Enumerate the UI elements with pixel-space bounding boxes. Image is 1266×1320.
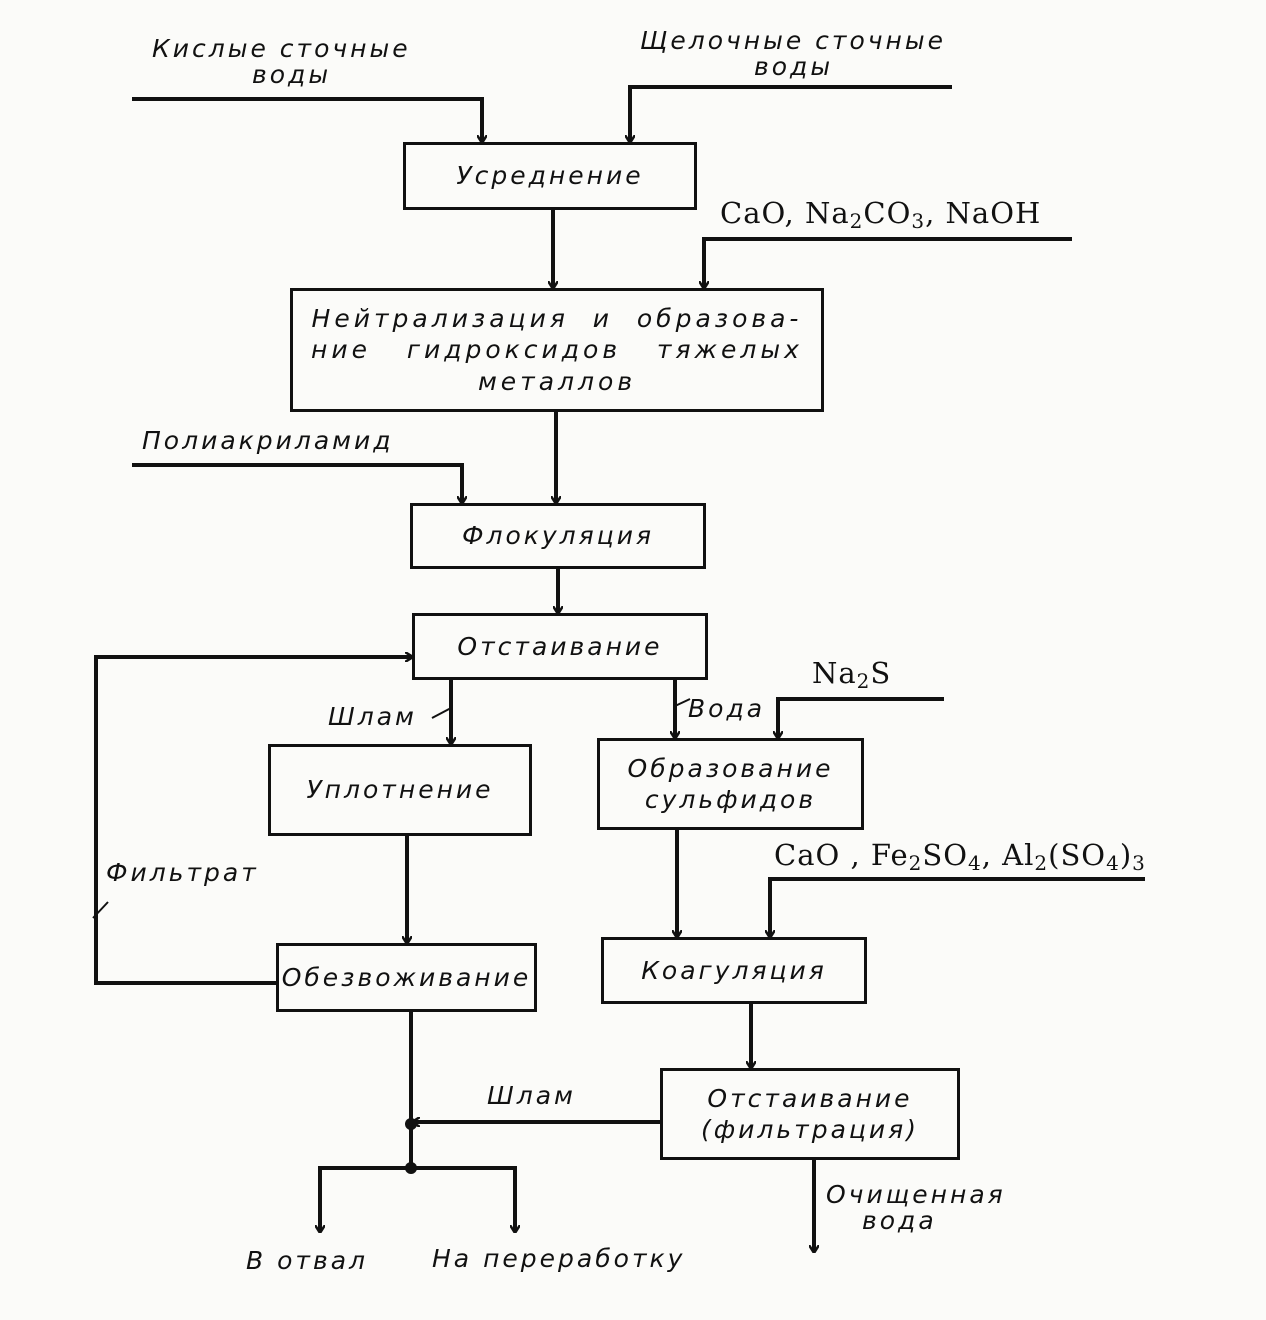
reagents-2-part-4: ) bbox=[1119, 838, 1133, 872]
flocculation-text: Флокуляция bbox=[461, 521, 654, 551]
junction-dot-upper bbox=[405, 1118, 417, 1130]
settling-2-line-1: Отстаивание bbox=[707, 1083, 913, 1113]
sludge-2-label: Шлам bbox=[487, 1081, 576, 1110]
reagents-2-part-1: SO bbox=[922, 838, 968, 872]
to-dump-label: В отвал bbox=[246, 1246, 368, 1275]
settling-2-line-2: (фильтрация) bbox=[701, 1115, 919, 1144]
filtrate-loop-line bbox=[94, 657, 412, 985]
to-processing-line bbox=[411, 1166, 515, 1232]
sludge-1-label: Шлам bbox=[328, 702, 417, 731]
settling-1-text: Отстаивание bbox=[457, 631, 663, 661]
reagents-1-label: CaO, Na2CO3, NaOH bbox=[720, 196, 1041, 233]
filtrate-label: Фильтрат bbox=[106, 858, 259, 887]
polyacrylamide-line bbox=[132, 463, 462, 503]
sludge-1-tick bbox=[431, 707, 452, 719]
coagulation-box: Коагуляция bbox=[601, 937, 867, 1004]
averaging-text: Усреднение bbox=[456, 161, 644, 191]
neutralization-line-2: ние гидроксидов тяжелых bbox=[311, 335, 803, 365]
purified-water-label: Очищенная вода bbox=[826, 1180, 1006, 1236]
na2s-sub-0: 2 bbox=[856, 669, 871, 693]
averaging-box: Усреднение bbox=[403, 142, 697, 210]
reagents-2-sub-1: 4 bbox=[968, 851, 982, 875]
acid-water-line bbox=[132, 97, 482, 142]
junction-dot-lower bbox=[405, 1162, 417, 1174]
to-processing-label: На переработку bbox=[432, 1244, 686, 1273]
sulfide-formation-box: Образование сульфидов bbox=[597, 738, 864, 830]
thickening-text: Уплотнение bbox=[306, 775, 494, 805]
water-tick bbox=[674, 698, 691, 707]
dewatering-box: Обезвоживание bbox=[276, 943, 537, 1012]
sulfide-formation-line-1: Образование bbox=[627, 753, 834, 783]
thickening-box: Уплотнение bbox=[268, 744, 532, 836]
na2s-part-0: Na bbox=[812, 656, 857, 690]
reagents-2-sub-4: 3 bbox=[1132, 851, 1146, 875]
flocculation-box: Флокуляция bbox=[410, 503, 706, 569]
alkali-water-line bbox=[630, 85, 952, 142]
purified-water-line-1: Очищенная bbox=[826, 1180, 1006, 1209]
reagents-2-sub-2: 2 bbox=[1034, 851, 1049, 875]
na2s-part-1: S bbox=[870, 656, 892, 690]
reagents-2-part-2: , Al bbox=[981, 838, 1035, 872]
water-label: Вода bbox=[688, 694, 766, 723]
purified-water-line-2: вода bbox=[862, 1206, 937, 1236]
reagents-1-part-0: CaO, Na bbox=[720, 196, 850, 230]
na2s-line bbox=[778, 697, 944, 738]
reagents-1-sub-0: 2 bbox=[849, 209, 864, 233]
polyacrylamide-label: Полиакриламид bbox=[142, 426, 394, 455]
reagents-1-part-2: , NaOH bbox=[925, 196, 1042, 230]
reagents-2-sub-0: 2 bbox=[908, 851, 923, 875]
settling-1-box: Отстаивание bbox=[412, 613, 708, 680]
reagents-2-part-3: (SO bbox=[1048, 838, 1107, 872]
na2s-label: Na2S bbox=[812, 656, 891, 693]
reagents-2-sub-3: 4 bbox=[1106, 851, 1120, 875]
coagulation-text: Коагуляция bbox=[641, 955, 827, 985]
reagents-1-sub-1: 3 bbox=[911, 209, 926, 233]
neutralization-line-1: Нейтрализация и образова- bbox=[311, 304, 803, 334]
settling-2-box: Отстаивание (фильтрация) bbox=[660, 1068, 960, 1160]
to-dump-line bbox=[320, 1166, 411, 1232]
reagents-2-part-0: CaO , Fe bbox=[774, 838, 909, 872]
dewatering-text: Обезвоживание bbox=[281, 962, 532, 992]
acid-water-label: Кислые сточные воды bbox=[152, 34, 411, 90]
reagents-1-line bbox=[704, 237, 1072, 288]
alkali-water-label: Щелочные сточные воды bbox=[640, 26, 947, 82]
reagents-2-line bbox=[770, 877, 1145, 937]
alkali-water-line-2: воды bbox=[754, 52, 834, 82]
reagents-1-part-1: CO bbox=[863, 196, 912, 230]
acid-water-line-1: Кислые сточные bbox=[152, 34, 411, 63]
neutralization-box: Нейтрализация и образова- ние гидроксидо… bbox=[290, 288, 824, 412]
filtrate-tick bbox=[92, 901, 109, 919]
alkali-water-line-1: Щелочные сточные bbox=[640, 26, 947, 55]
reagents-2-label: CaO , Fe2SO4, Al2(SO4)3 bbox=[774, 838, 1146, 875]
neutralization-line-3: металлов bbox=[477, 366, 637, 396]
sulfide-formation-line-2: сульфидов bbox=[644, 785, 817, 814]
acid-water-line-2: воды bbox=[252, 60, 332, 90]
